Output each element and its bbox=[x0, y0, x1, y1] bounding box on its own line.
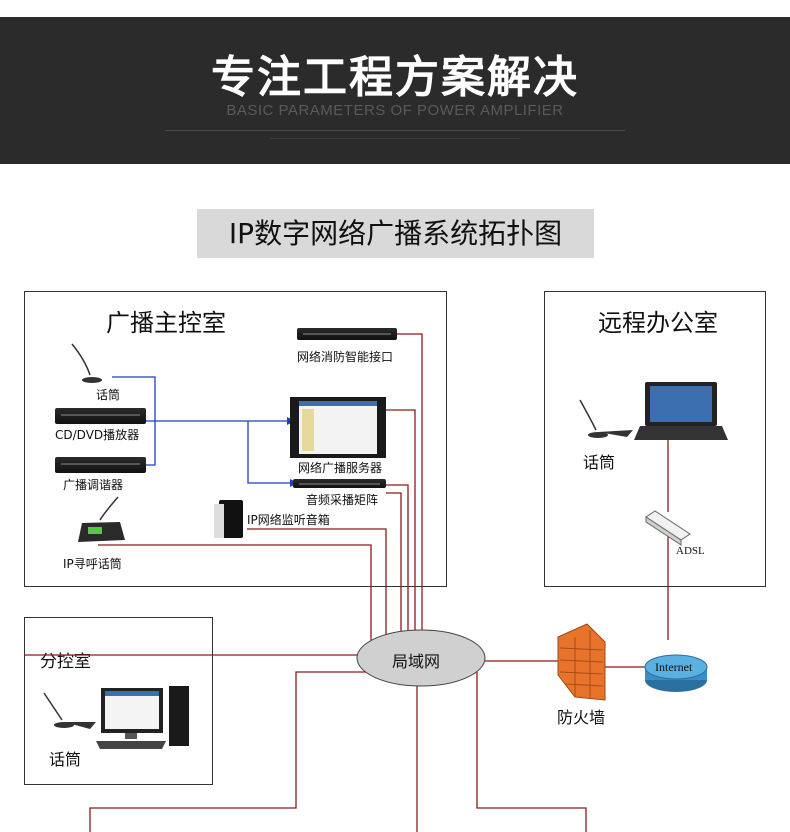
room-label-remote: 远程办公室 bbox=[598, 309, 718, 337]
label-tuner: 广播调谐器 bbox=[63, 478, 124, 492]
audio-matrix-device bbox=[293, 479, 386, 488]
mic-stands bbox=[43, 343, 597, 721]
adsl-modem-icon bbox=[645, 510, 691, 546]
label-firewall: 防火墙 bbox=[557, 708, 606, 727]
label-internet: Internet bbox=[655, 660, 693, 674]
mic-base bbox=[82, 377, 102, 383]
banner-divider bbox=[270, 138, 520, 139]
room-label-branch: 分控室 bbox=[40, 652, 91, 672]
broadcast-server-icon bbox=[290, 397, 386, 458]
internet-disk bbox=[644, 654, 708, 692]
speaker-icon bbox=[214, 500, 243, 538]
network-links bbox=[25, 333, 669, 832]
label-broadcast-server: 网络广播服务器 bbox=[298, 461, 383, 475]
lan-cloud bbox=[356, 629, 486, 687]
laptop-icon bbox=[634, 382, 728, 440]
label-monitor-speaker: IP网络监听音箱 bbox=[247, 513, 330, 527]
mic-base bbox=[588, 432, 608, 438]
tuner-device bbox=[55, 457, 146, 473]
branch-pc-icon bbox=[96, 686, 189, 749]
label-adsl: ADSL bbox=[676, 545, 705, 557]
banner-divider bbox=[165, 130, 625, 131]
header-banner: 专注工程方案解决 BASIC PARAMETERS OF POWER AMPLI… bbox=[0, 17, 790, 164]
fire-interface-device bbox=[297, 328, 397, 340]
ip-paging-mic-icon bbox=[78, 522, 125, 542]
room-label-main: 广播主控室 bbox=[106, 309, 226, 337]
banner-title: 专注工程方案解决 bbox=[211, 52, 579, 103]
cd-dvd-player-device bbox=[55, 408, 146, 424]
label-fire-interface: 网络消防智能接口 bbox=[297, 350, 394, 364]
label-lan: 局域网 bbox=[392, 652, 441, 671]
label-ip-paging-mic: IP寻呼话筒 bbox=[63, 557, 122, 571]
audio-links bbox=[112, 376, 290, 484]
banner-subtitle: BASIC PARAMETERS OF POWER AMPLIFIER bbox=[226, 102, 564, 119]
label-mic-remote: 话筒 bbox=[583, 453, 616, 472]
firewall-icon bbox=[557, 623, 606, 701]
mic-base bbox=[54, 722, 74, 728]
label-mic-main: 话筒 bbox=[96, 388, 121, 402]
label-mic-branch: 话筒 bbox=[49, 750, 82, 769]
label-cd-dvd: CD/DVD播放器 bbox=[55, 428, 140, 442]
section-title: IP数字网络广播系统拓扑图 bbox=[197, 209, 594, 258]
label-audio-matrix: 音频采播矩阵 bbox=[306, 493, 379, 507]
